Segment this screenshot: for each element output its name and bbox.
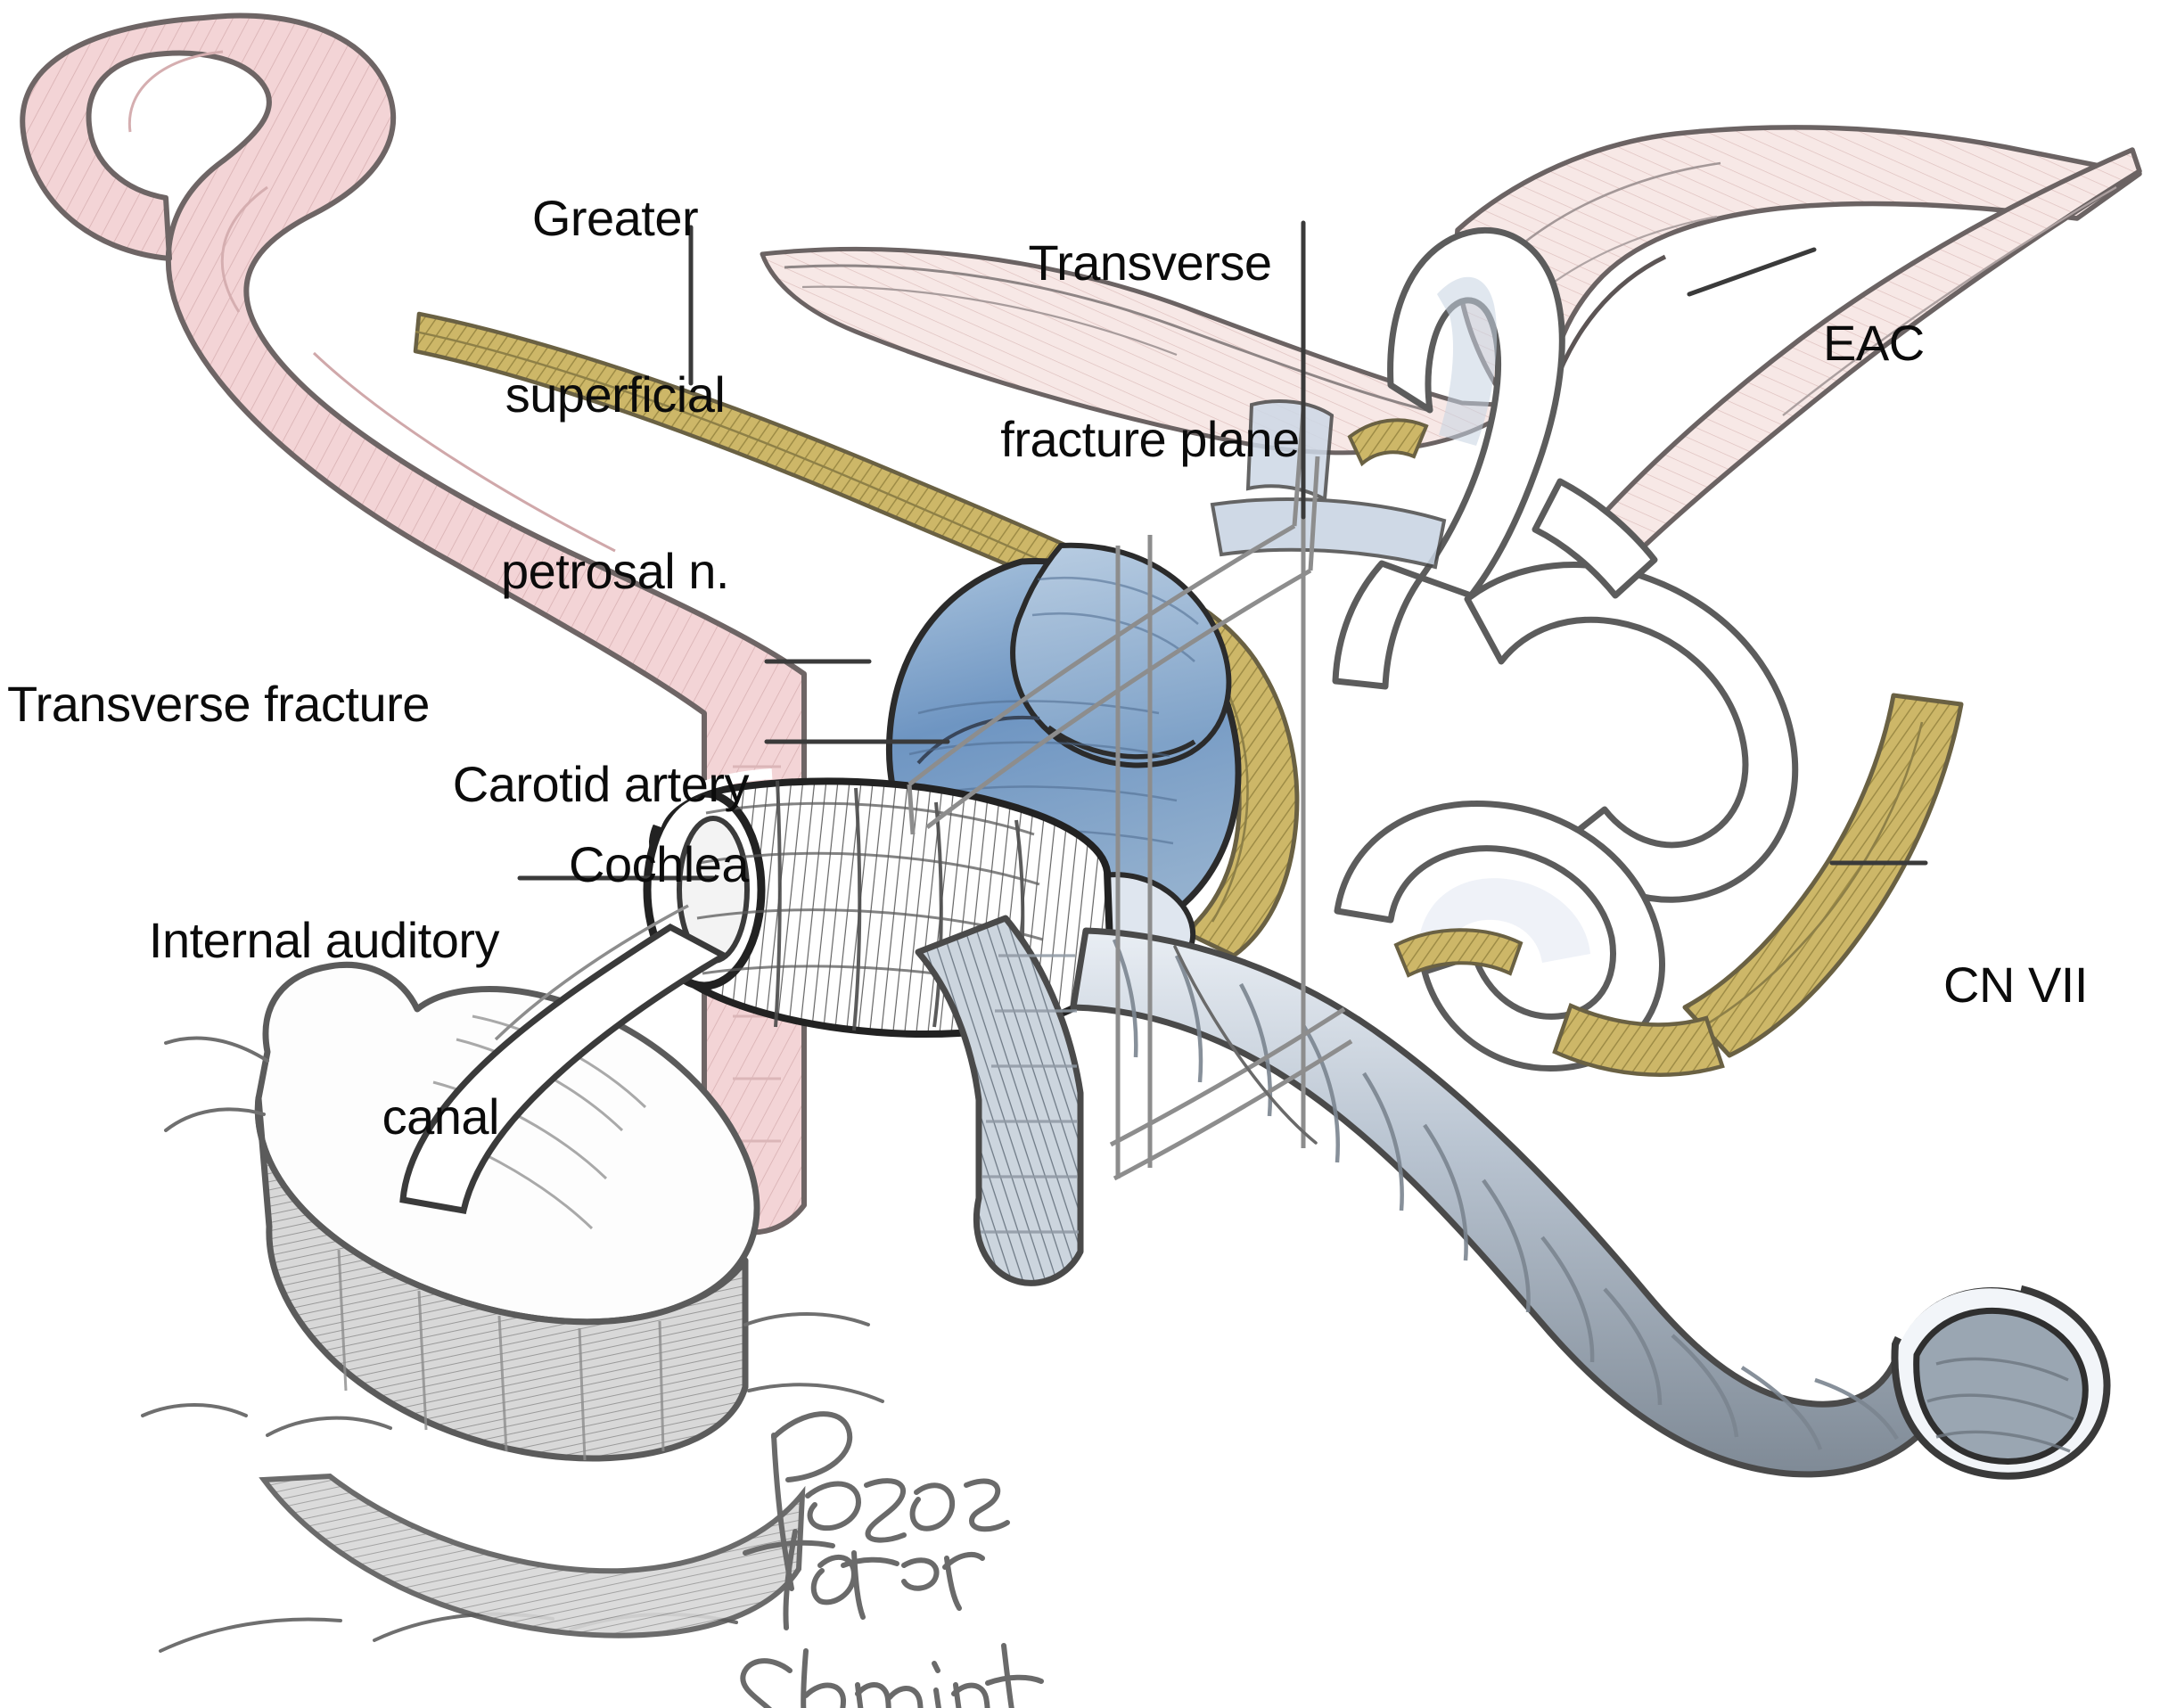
- leader-lines: [517, 220, 1928, 1145]
- vestibulocochlear-nerve-trunk: [915, 915, 2111, 1480]
- label-greater-superficial-petrosal-nerve: Greater superficial petrosal n.: [401, 71, 829, 719]
- label-transverse-fracture: Transverse fracture: [7, 557, 578, 851]
- petrous-apex-shading: [1210, 399, 1447, 570]
- leader-eac: [1687, 247, 1817, 297]
- label-transverse-fracture-plane: Transverse fracture plane: [936, 116, 1364, 587]
- label-line: petrosal n.: [501, 543, 730, 599]
- label-cochlea: Cochlea: [178, 718, 749, 1012]
- label-internal-auditory-canal: Internal auditory canal: [53, 793, 500, 1264]
- label-line: Transverse fracture: [7, 676, 430, 732]
- facial-nerve-cn7: [1347, 418, 1964, 1077]
- label-line: superficial: [505, 366, 726, 423]
- artist-signature: [740, 1411, 1044, 1708]
- semicircular-canals: [1332, 227, 1799, 1072]
- label-line: Cochlea: [569, 836, 749, 892]
- label-cn7: CN VII: [1943, 838, 2160, 1132]
- label-line: Carotid artery: [452, 756, 750, 812]
- label-line: EAC: [1823, 315, 1925, 371]
- label-line: Transverse: [1028, 234, 1272, 291]
- internal-auditory-canal: [399, 768, 1114, 1215]
- label-line: canal: [382, 1088, 500, 1145]
- label-line: Internal auditory: [148, 912, 500, 968]
- vestibule-shading: [1419, 276, 1590, 963]
- label-carotid-artery: Carotid artery: [178, 637, 750, 932]
- label-external-auditory-canal: EAC: [1823, 196, 2090, 490]
- label-line: fracture plane: [1000, 411, 1300, 467]
- brainstem-cut-surface: [141, 961, 884, 1653]
- label-line: CN VII: [1943, 957, 2088, 1013]
- label-line: Greater: [531, 190, 699, 246]
